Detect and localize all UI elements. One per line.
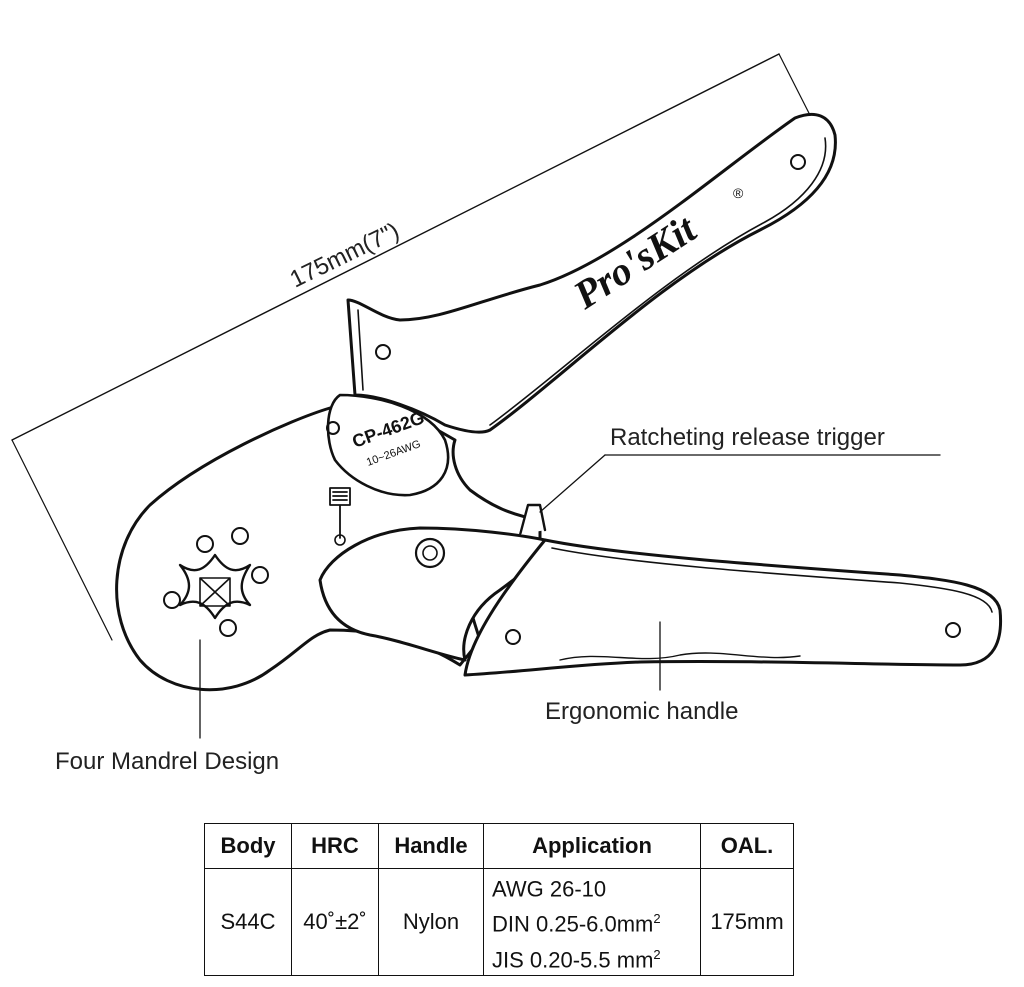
lower-handle-inner (551, 547, 993, 613)
header-hrc: HRC (291, 823, 379, 869)
callout-four-mandrel: Four Mandrel Design (55, 748, 280, 775)
lower-handle (463, 538, 1003, 677)
extension-line-left (11, 439, 113, 641)
dimension-label: 175mm(7") (286, 217, 404, 293)
handle-grip-line (559, 652, 801, 661)
spring (329, 487, 351, 539)
spec-table-row: S44C 40˚±2˚ Nylon AWG 26-10 DIN 0.25-6.0… (204, 868, 794, 976)
release-trigger (518, 503, 547, 537)
cell-body: S44C (204, 868, 292, 976)
header-oal: OAL. (700, 823, 794, 869)
header-handle: Handle (378, 823, 484, 869)
head-rivet (326, 421, 340, 435)
pivot-bolt-inner (422, 545, 438, 561)
spec-table: Body HRC Handle Application OAL. S44C 40… (204, 823, 794, 976)
upper-handle-inner (357, 137, 827, 426)
header-body: Body (204, 823, 292, 869)
upper-handle (346, 112, 837, 434)
head-hub (326, 393, 450, 497)
die-hole-right (251, 566, 269, 584)
cell-application: AWG 26-10 DIN 0.25-6.0mm2 JIS 0.20-5.5 m… (483, 868, 701, 976)
application-line-din: DIN 0.25-6.0mm2 (492, 911, 661, 937)
brand-registered-mark: ® (733, 185, 744, 201)
trigger-leader (539, 454, 606, 513)
lower-handle-hole-a (505, 629, 521, 645)
callout-ratcheting-trigger: Ratcheting release trigger (610, 424, 885, 451)
spring-end (334, 534, 346, 546)
cell-oal: 175mm (700, 868, 794, 976)
die-hole-top (196, 535, 214, 553)
dimension-line (11, 53, 780, 441)
application-line-awg: AWG 26-10 (492, 876, 607, 902)
upper-handle-hole-b (790, 154, 806, 170)
crimp-die-inner (199, 577, 231, 607)
pivot-bolt-outer (414, 537, 446, 569)
cell-hrc: 40˚±2˚ (291, 868, 379, 976)
lower-handle-hole-b (945, 622, 961, 638)
lower-jaw (318, 526, 557, 662)
header-application: Application (483, 823, 701, 869)
upper-handle-hole-a (375, 344, 391, 360)
application-line-jis: JIS 0.20-5.5 mm2 (492, 946, 661, 972)
crimper-diagram: 175mm(7") Pro'sKit ® CP-462G 10~26AWG (11, 53, 1003, 739)
die-hole-bottom (219, 619, 237, 637)
die-hole-top-right (231, 527, 249, 545)
crimp-die (178, 553, 252, 620)
spec-table-header-row: Body HRC Handle Application OAL. (204, 823, 794, 869)
callout-ergonomic-handle: Ergonomic handle (545, 698, 739, 725)
die-hole-left (163, 591, 181, 609)
cell-handle: Nylon (378, 868, 484, 976)
